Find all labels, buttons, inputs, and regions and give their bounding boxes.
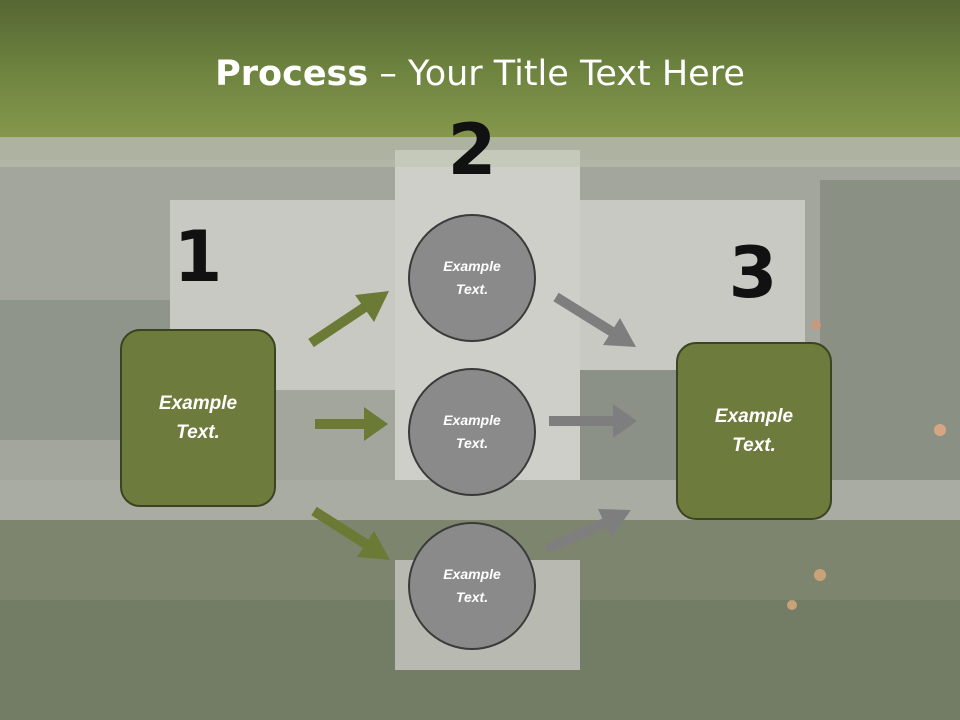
title-rest: – Your Title Text Here <box>368 54 745 94</box>
circle-bottom-text: Example Text. <box>443 566 501 605</box>
step-number-1[interactable]: 1 <box>173 216 223 298</box>
circle-middle-text: Example Text. <box>443 412 501 451</box>
title-bar <box>0 0 960 137</box>
step-2-circle-bottom[interactable]: Example Text. <box>408 522 536 650</box>
circle-top-text: Example Text. <box>443 258 501 297</box>
title-bold: Process <box>215 54 369 94</box>
step-3-text: Example Text. <box>714 406 794 456</box>
step-3-box[interactable]: Example Text. <box>676 342 832 520</box>
step-2-circle-top[interactable]: Example Text. <box>408 214 536 342</box>
step-1-text: Example Text. <box>158 393 238 443</box>
slide-title[interactable]: Process – Your Title Text Here <box>0 52 960 96</box>
step-number-3[interactable]: 3 <box>728 232 778 314</box>
title-bar-band <box>0 137 960 167</box>
step-2-circle-middle[interactable]: Example Text. <box>408 368 536 496</box>
step-number-2[interactable]: 2 <box>447 109 497 191</box>
step-1-box[interactable]: Example Text. <box>120 329 276 507</box>
